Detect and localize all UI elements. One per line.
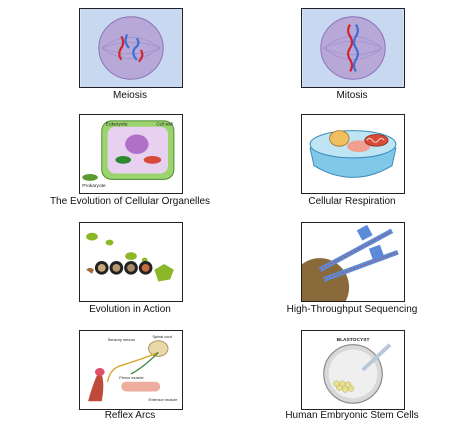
- label-extensor-muscle: Extensor muscle: [149, 397, 178, 402]
- thumbnail-reflex-arcs[interactable]: Sensory neuron Spinal cord Flexor muscle…: [79, 330, 183, 410]
- caption-evolution[interactable]: Evolution in Action: [89, 304, 171, 315]
- thumbnail-evolution[interactable]: [79, 222, 183, 302]
- reflex-arc-illustration: Sensory neuron Spinal cord Flexor muscle…: [80, 331, 182, 409]
- sequencing-illustration: [302, 223, 404, 301]
- thumbnail-respiration[interactable]: [301, 114, 405, 194]
- thumbnail-sequencing[interactable]: [301, 222, 405, 302]
- label-sensory-neuron: Sensory neuron: [108, 337, 135, 342]
- thumbnail-stem-cells[interactable]: BLASTOCYST: [301, 330, 405, 410]
- caption-reflex-arcs[interactable]: Reflex Arcs: [104, 410, 156, 421]
- thumbnail-mitosis[interactable]: [301, 8, 405, 88]
- label-blastocyst: BLASTOCYST: [337, 337, 370, 343]
- caption-sequencing[interactable]: High-Throughput Sequencing: [286, 304, 418, 315]
- blastocyst-illustration: BLASTOCYST: [302, 331, 404, 409]
- meiosis-illustration: [80, 9, 182, 87]
- organelles-illustration: Eukaryote Prokaryote Cell wall: [80, 115, 182, 193]
- caption-organelles[interactable]: The Evolution of Cellular Organelles: [49, 196, 211, 207]
- thumbnail-meiosis[interactable]: [79, 8, 183, 88]
- label-cell-wall: Cell wall: [156, 122, 172, 127]
- mitosis-illustration: [302, 9, 404, 87]
- caption-mitosis[interactable]: Mitosis: [336, 90, 368, 101]
- label-flexor-muscle: Flexor muscle: [119, 375, 143, 380]
- evolution-islands-illustration: [80, 223, 182, 301]
- label-spinal-cord: Spinal cord: [152, 334, 171, 339]
- caption-stem-cells[interactable]: Human Embryonic Stem Cells: [285, 410, 419, 421]
- label-eukaryote: Eukaryote: [106, 122, 128, 128]
- label-prokaryote: Prokaryote: [82, 183, 106, 189]
- caption-meiosis[interactable]: Meiosis: [113, 90, 147, 101]
- respiration-illustration: [302, 115, 404, 193]
- caption-respiration[interactable]: Cellular Respiration: [308, 196, 396, 207]
- thumbnail-organelles[interactable]: Eukaryote Prokaryote Cell wall: [79, 114, 183, 194]
